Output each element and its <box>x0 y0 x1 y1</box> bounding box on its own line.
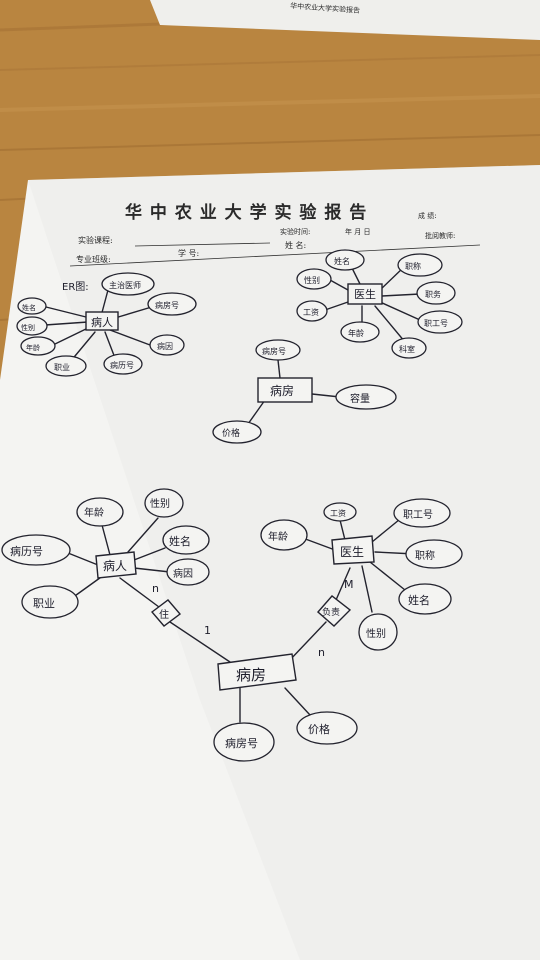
patient-attrs-bottom: 年龄 性别 姓名 病因 病历号 职业 <box>1 488 210 619</box>
patient-attrs-top: 主治医师 病房号 病因 病历号 职业 年龄 性别 姓名 <box>16 272 197 377</box>
major-label: 专业班级: <box>76 254 111 264</box>
attr-record-no: 病历号 <box>10 544 43 558</box>
attr-name: 姓名 <box>22 303 36 312</box>
er-label: ER图: <box>62 281 89 293</box>
patient-entity-label: 病人 <box>91 315 113 329</box>
relationship-responsible: 负责 M n <box>317 578 354 659</box>
attr-age: 年龄 <box>348 328 364 338</box>
attr-title: 职称 <box>405 261 421 271</box>
doctor-attrs-bottom: 工资 职工号 职称 姓名 性别 年龄 <box>260 498 463 651</box>
doctor-entity-label: 医生 <box>354 287 376 301</box>
card-live-1: 1 <box>204 624 211 637</box>
attr-department: 科室 <box>399 344 415 354</box>
date-label: 年 月 日 <box>345 227 370 236</box>
card-resp-n: n <box>318 646 325 659</box>
attr-occupation: 职业 <box>54 362 70 372</box>
attr-cause: 病因 <box>157 341 173 351</box>
attr-ward-no: 病房号 <box>155 300 179 310</box>
rel-resp-label: 负责 <box>322 606 340 618</box>
attr-gender: 性别 <box>150 497 170 510</box>
attr-title: 职称 <box>415 549 435 562</box>
attr-gender: 性别 <box>21 323 35 332</box>
attr-age: 年龄 <box>84 506 104 519</box>
er-diagram-bottom: 病人 年龄 性别 姓名 病因 病历号 职业 住 n 1 医生 <box>1 488 463 762</box>
attr-age: 年龄 <box>26 343 40 352</box>
card-live-n: n <box>152 582 159 595</box>
doctor-attrs-top: 姓名 职称 职务 职工号 科室 年龄 工资 性别 <box>296 249 463 359</box>
report-header: 华 中 农 业 大 学 实 验 报 告 实验课程: 实验时间: 年 月 日 成 … <box>69 202 481 267</box>
attr-cause: 病因 <box>173 567 193 580</box>
attr-occupation: 职业 <box>33 597 55 610</box>
attr-name: 姓名 <box>334 256 350 266</box>
time-label: 实验时间: <box>280 227 310 236</box>
card-resp-m: M <box>344 578 354 591</box>
rel-live-label: 住 <box>159 608 169 621</box>
attr-staff-no: 职工号 <box>424 319 448 328</box>
attr-price: 价格 <box>308 722 330 736</box>
attr-price: 价格 <box>222 427 240 439</box>
attr-record-no: 病历号 <box>110 360 134 370</box>
student-id-label: 学 号: <box>178 248 199 258</box>
attr-ward-no: 病房号 <box>262 346 286 356</box>
ward-entity-bottom: 病房 <box>217 653 297 691</box>
ward-entity-label: 病房 <box>270 383 294 398</box>
attr-gender: 性别 <box>304 275 320 285</box>
doctor-entity-label: 医生 <box>340 545 364 559</box>
score-label: 成 绩: <box>418 211 437 220</box>
reviewer-label: 批阅教师: <box>425 231 455 240</box>
attr-staff-no: 职工号 <box>403 509 433 521</box>
ward-entity-top: 病房 <box>247 359 341 425</box>
top-paper: 华中农业大学实验报告 <box>150 0 540 40</box>
ward-attrs-top: 病房号 容量 价格 <box>212 339 397 444</box>
course-label: 实验课程: <box>78 235 113 245</box>
ward-entity-label: 病房 <box>236 666 266 684</box>
er-diagram-top: ER图: 病人 主治医师 病房号 病因 病历号 职业 年龄 <box>16 249 463 444</box>
attr-salary: 工资 <box>303 307 319 317</box>
relationship-live: 住 n 1 <box>150 582 211 637</box>
patient-entity-top: 病人 <box>41 289 156 363</box>
attr-name: 姓名 <box>408 593 430 607</box>
doctor-entity-top: 医生 <box>324 263 421 343</box>
attr-gender: 性别 <box>366 627 386 640</box>
report-title: 华 中 农 业 大 学 实 验 报 告 <box>125 202 367 223</box>
doctor-entity-bottom: 医生 <box>331 535 375 565</box>
attr-capacity: 容量 <box>350 392 370 405</box>
name-label: 姓 名: <box>285 240 306 250</box>
patient-entity-label: 病人 <box>103 558 127 573</box>
attr-position: 职务 <box>425 289 441 299</box>
attr-age: 年龄 <box>268 530 288 543</box>
patient-entity-bottom: 病人 <box>95 551 137 579</box>
attr-name: 姓名 <box>169 534 191 548</box>
attr-ward-no: 病房号 <box>225 736 258 750</box>
attr-attending-doctor: 主治医师 <box>109 280 141 290</box>
attr-salary: 工资 <box>330 508 346 518</box>
ward-attrs-bottom: 病房号 价格 <box>213 711 358 762</box>
